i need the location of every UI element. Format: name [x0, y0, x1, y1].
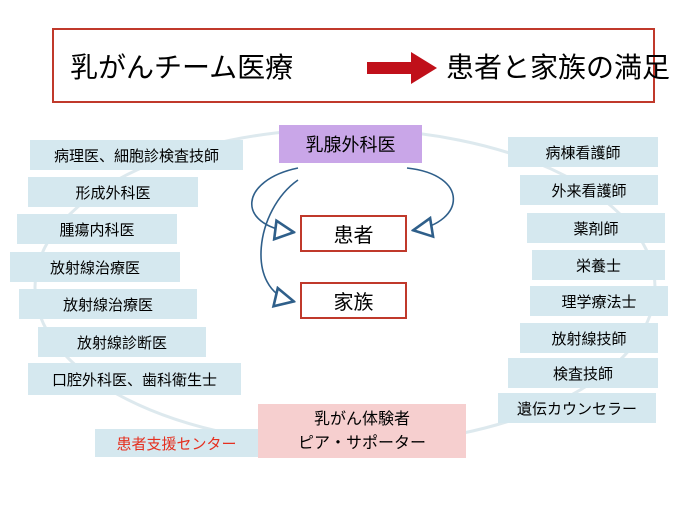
peer-line-1: 乳がん体験者 [313, 409, 410, 428]
big-red-arrow-icon [367, 52, 437, 84]
left-role-2: 形成外科医 [28, 177, 198, 207]
right-role-6: 放射線技師 [520, 323, 658, 353]
right-role-2: 外来看護師 [520, 175, 658, 205]
left-role-1: 病理医、細胞診検査技師 [30, 140, 243, 170]
right-role-4: 栄養士 [532, 250, 665, 280]
surgeon-box: 乳腺外科医 [279, 125, 422, 163]
right-role-5: 理学療法士 [530, 286, 668, 316]
patient-box: 患者 [300, 215, 407, 252]
family-box: 家族 [300, 282, 407, 319]
peer-supporter-box: 乳がん体験者 ピア・サポーター [258, 404, 466, 458]
left-role-6: 放射線診断医 [38, 327, 206, 357]
title-banner: 乳がんチーム医療 患者と家族の満足 [52, 28, 670, 103]
right-role-8: 遺伝カウンセラー [498, 393, 656, 423]
arrow-surgeon-to-patient [406, 167, 455, 230]
title-left: 乳がんチーム医療 [70, 50, 294, 84]
right-role-1: 病棟看護師 [508, 137, 658, 167]
patient-support-center: 患者支援センター [95, 429, 258, 457]
right-role-7: 検査技師 [508, 358, 658, 388]
title-right: 患者と家族の満足 [446, 50, 671, 84]
left-role-5: 放射線治療医 [19, 289, 197, 319]
left-role-7: 口腔外科医、歯科衛生士 [28, 363, 241, 395]
right-role-3: 薬剤師 [527, 213, 665, 243]
peer-line-2: ピア・サポーター [297, 433, 426, 452]
arrow-surgeon-to-family [260, 179, 299, 301]
left-role-4: 放射線治療医 [10, 252, 180, 282]
arrow-surgeon-to-patient-left [251, 167, 299, 232]
left-role-3: 腫瘍内科医 [17, 214, 177, 244]
